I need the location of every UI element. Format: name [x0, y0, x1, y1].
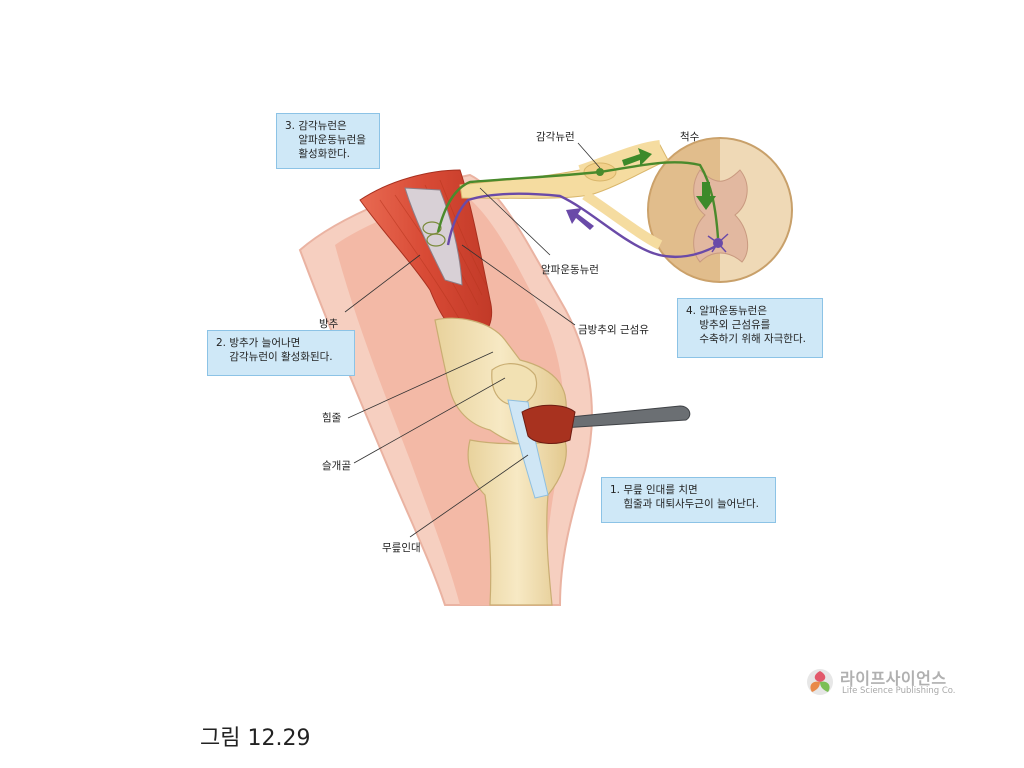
motor-neuron-cell-body	[707, 233, 729, 253]
label-spinal-cord: 척수	[680, 131, 700, 143]
sensory-arrow-into-cord	[696, 182, 716, 210]
callout-step-3: 3. 감각뉴런은 알파운동뉴런을 활성화한다.	[276, 113, 380, 169]
motor-arrow	[566, 208, 594, 230]
motor-neuron-path	[446, 192, 719, 259]
figure-caption: 그림 12.29	[200, 726, 311, 751]
publisher-flower-icon	[807, 669, 833, 695]
label-tendon: 힘줄	[322, 412, 342, 424]
publisher-logo: 라이프사이언스 Life Science Publishing Co.	[806, 664, 976, 702]
reflex-hammer	[521, 404, 691, 444]
patella	[491, 363, 538, 406]
callout-step-2-line-2: 감각뉴런이 활성화된다.	[216, 351, 333, 363]
callout-step-1-line-1: 1. 무릎 인대를 치면	[610, 484, 698, 496]
callout-step-3-line-2: 알파운동뉴런을	[285, 134, 366, 146]
callout-step-4: 4. 알파운동뉴런은 방추외 근섬유를 수축하기 위해 자극한다.	[677, 298, 823, 358]
callout-step-2: 2. 방추가 늘어나면 감각뉴런이 활성화된다.	[207, 330, 355, 376]
ventral-root	[582, 190, 663, 250]
label-extrafusal-fiber: 금방추외 근섬유	[578, 324, 649, 336]
label-sensory-neuron: 감각뉴런	[536, 131, 575, 143]
spindle-coil	[422, 221, 446, 247]
callout-step-4-line-3: 수축하기 위해 자극한다.	[686, 333, 806, 345]
label-patellar-ligament: 무릎인대	[382, 542, 421, 554]
callout-step-4-line-1: 4. 알파운동뉴런은	[686, 305, 767, 317]
callout-step-4-line-2: 방추외 근섬유를	[686, 319, 771, 331]
label-muscle-spindle: 방추	[319, 318, 339, 330]
leader-lines	[344, 142, 601, 538]
spinal-cord	[647, 137, 793, 283]
label-patella: 슬개골	[322, 460, 351, 472]
publisher-name: 라이프사이언스	[840, 669, 947, 688]
callout-step-1-line-2: 힘줄과 대퇴사두근이 늘어난다.	[610, 498, 759, 510]
sensory-neuron-cell-body	[596, 168, 604, 176]
publisher-subtitle: Life Science Publishing Co.	[842, 686, 956, 696]
callout-step-3-line-3: 활성화한다.	[285, 148, 350, 160]
muscle-spindle	[404, 187, 463, 286]
callout-step-3-line-1: 3. 감각뉴런은	[285, 120, 347, 132]
callout-step-1: 1. 무릎 인대를 치면 힘줄과 대퇴사두근이 늘어난다.	[601, 477, 776, 523]
callout-step-2-line-1: 2. 방추가 늘어나면	[216, 337, 301, 349]
label-alpha-motor-neuron: 알파운동뉴런	[541, 264, 599, 276]
sensory-arrow-upper	[622, 148, 652, 166]
